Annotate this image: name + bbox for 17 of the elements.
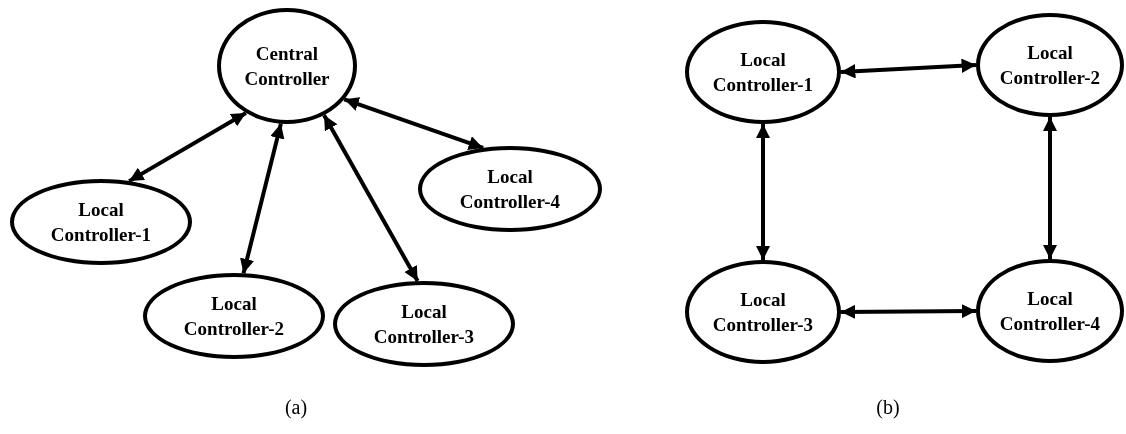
panel-label: (a) xyxy=(284,396,308,419)
double-arrow xyxy=(1042,117,1058,259)
node-label: Local Controller-2 xyxy=(998,41,1102,90)
double-arrow xyxy=(841,303,976,320)
double-arrow xyxy=(840,58,977,79)
node-label: Local Controller-1 xyxy=(49,198,153,247)
node-label: Local Controller-4 xyxy=(458,165,562,214)
node-label: Local Controller-3 xyxy=(711,288,815,337)
node-label: Central Controller xyxy=(243,42,331,91)
double-arrow xyxy=(755,124,771,260)
panel-label: (b) xyxy=(876,396,900,419)
double-arrow xyxy=(240,123,285,274)
node-label: Local Controller-4 xyxy=(998,287,1102,336)
double-arrow xyxy=(322,114,420,283)
node-label: Local Controller-1 xyxy=(711,48,815,97)
node-label: Local Controller-3 xyxy=(372,300,476,349)
node-label: Local Controller-2 xyxy=(182,292,286,341)
